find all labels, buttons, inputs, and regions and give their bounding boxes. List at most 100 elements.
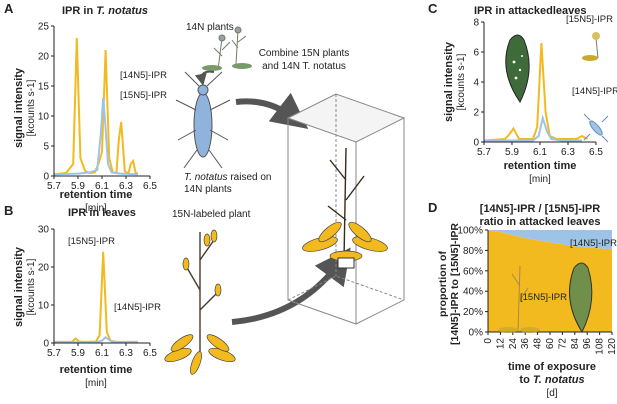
panel-c-xlabel-unit: [min]: [529, 174, 551, 185]
x-tick-label: 6.1: [95, 348, 109, 359]
panel-c-ylabel-unit: [kcounts s-1]: [456, 53, 467, 110]
panel-d: D [14N5]-IPR / [15N5]-IPR ratio in attac…: [428, 200, 617, 399]
y-tick-label: 100%: [457, 226, 483, 237]
panel-d-label-14n5: [14N5]-IPR: [570, 238, 617, 249]
box-plant-icon: [302, 147, 388, 269]
panel-c-letter: C: [428, 1, 438, 16]
series-line-14n5: [53, 97, 139, 176]
y-tick-label: 20: [38, 52, 50, 63]
series-line-14n5: [484, 114, 582, 142]
panel-a-label-15n5: [15N5]-IPR: [120, 90, 167, 101]
x-tick-label: 0: [483, 338, 494, 344]
panel-a-label-14n5: [14N5]-IPR: [120, 70, 167, 81]
x-tick-label: 5.9: [71, 348, 85, 359]
plant-to-box-arrow: [231, 247, 351, 325]
panel-d-title-line2: ratio in attacked leaves: [479, 216, 600, 228]
insect-to-box-arrow: [235, 92, 309, 129]
y-tick-label: 60%: [463, 266, 483, 277]
panel-b-title: IPR in leaves: [68, 207, 136, 219]
panel-a-ylabel: signal intensity: [13, 67, 25, 148]
panel-a-xlabel: retention time: [60, 189, 133, 201]
x-tick-label: 12: [495, 338, 506, 350]
x-tick-label: 5.7: [47, 181, 61, 192]
x-tick-label: 108: [595, 338, 606, 355]
panel-c-title: IPR in attackedleaves: [474, 5, 587, 17]
x-tick-label: 5.9: [71, 181, 85, 192]
y-tick-label: 0: [43, 172, 49, 183]
x-tick-label: 96: [582, 338, 593, 350]
panel-d-title-line1: [14N5]-IPR / [15N5]-IPR: [480, 203, 600, 215]
x-tick-label: 84: [570, 338, 581, 350]
x-tick-label: 6.1: [95, 181, 109, 192]
insect-icon: [175, 71, 231, 169]
panel-b-ylabel-unit: [kcounts s-1]: [26, 258, 37, 315]
leaf-spots: [512, 55, 523, 80]
panel-d-xlabel-unit: [d]: [546, 388, 557, 399]
insect-caption-line2: 14N plants: [184, 184, 232, 195]
panel-b-xlabel: retention time: [60, 364, 133, 376]
middle-illustration: 14N plants T. notatus raised on 14N plan…: [164, 22, 406, 375]
plants-14n-caption: 14N plants: [186, 22, 234, 33]
series-line-15n5: [54, 251, 138, 343]
y-tick-label: 20: [38, 263, 50, 274]
panel-d-ylabel-line2: [14N5]-IPR to [15N5]-IPR: [449, 223, 461, 345]
attacked-leaf-icon: [505, 34, 530, 103]
x-tick-label: 6.5: [143, 181, 157, 192]
y-tick-label: 5: [43, 142, 49, 153]
plants-to-insect-arrow: [194, 70, 215, 86]
y-tick-label: 80%: [463, 246, 483, 257]
x-tick-label: 6.3: [119, 348, 133, 359]
panel-b-plant-caption: 15N-labeled plant: [172, 209, 251, 220]
panel-d-label-15n5: [15N5]-IPR: [520, 292, 567, 303]
x-tick-label: 6.1: [533, 147, 547, 158]
y-tick-label: 8: [473, 18, 479, 29]
y-tick-label: 2: [473, 108, 479, 119]
x-tick-label: 5.7: [477, 147, 491, 158]
panel-c-ylabel: signal intensity: [443, 41, 455, 122]
series-line-14n5: [54, 336, 138, 344]
chart-c: 0 2 4 6 8 5.7 5.9 6.1 6.3 6.5: [473, 18, 603, 159]
y-tick-label: 0: [473, 138, 479, 149]
x-tick-label: 5.7: [47, 348, 61, 359]
panel-b-label-14n5: [14N5]-IPR: [114, 302, 161, 313]
plants-14n-icon: [202, 26, 252, 71]
panel-d-leaf-icon: [569, 262, 593, 334]
x-tick-label: 72: [557, 338, 568, 350]
y-tick-label: 15: [38, 82, 50, 93]
y-tick-label: 25: [38, 22, 50, 33]
y-tick-label: 0: [43, 339, 49, 350]
y-tick-label: 30: [38, 225, 50, 236]
x-tick-label: 6.3: [561, 147, 575, 158]
panel-c-xlabel: retention time: [504, 160, 577, 172]
x-tick-label: 24: [508, 338, 519, 350]
panel-d-xlabel-line2: to T. notatus: [519, 374, 584, 386]
series-line-15n5: [53, 37, 139, 176]
panel-d-plant-icon: [498, 265, 540, 333]
x-tick-label: 6.3: [119, 181, 133, 192]
x-tick-label: 6.5: [589, 147, 603, 158]
panel-a: A IPR in T. notatus signal intensity [kc…: [4, 1, 167, 214]
y-tick-label: 6: [473, 48, 479, 59]
y-tick-label: 10: [38, 301, 50, 312]
x-tick-label: 48: [533, 338, 544, 350]
panel-c-label-14n5: [14N5]-IPR: [572, 86, 617, 97]
panel-b-letter: B: [4, 203, 13, 218]
panel-a-xlabel-unit: [min]: [85, 203, 107, 214]
x-tick-label: 36: [520, 338, 531, 350]
flower-icon: [582, 32, 600, 61]
panel-b-ylabel: signal intensity: [13, 246, 25, 327]
panel-a-letter: A: [4, 1, 14, 16]
y-tick-label: 4: [473, 78, 479, 89]
panel-d-letter: D: [428, 200, 437, 215]
panel-b-label-15n5: [15N5]-IPR: [68, 236, 115, 247]
series-line-15n5: [483, 42, 589, 142]
area-14n5: [488, 230, 612, 250]
panel-c: C IPR in attackedleaves signal intensity…: [428, 1, 617, 185]
combine-line2: and 14N T. notatus: [262, 61, 346, 72]
x-tick-label: 5.9: [505, 147, 519, 158]
x-tick-label: 60: [545, 338, 556, 350]
panel-a-title: IPR in T. notatus: [62, 5, 148, 17]
